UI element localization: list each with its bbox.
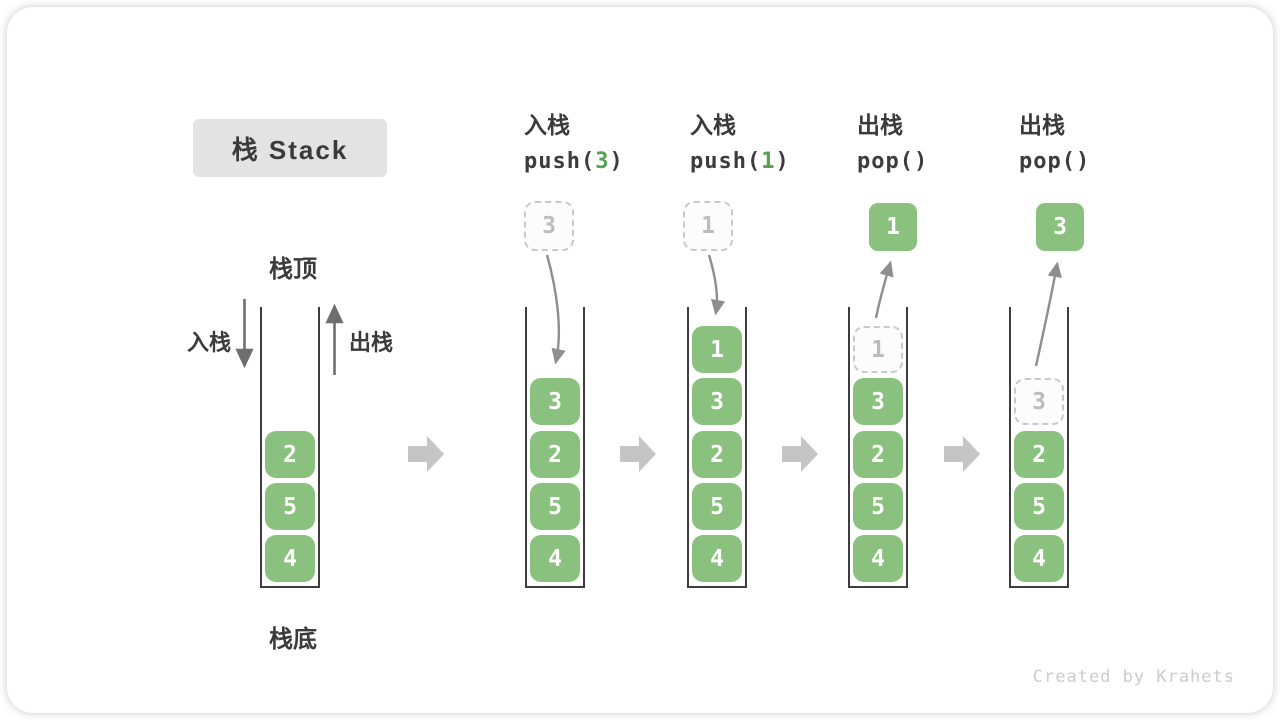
code-suffix: ) [1075, 149, 1091, 174]
stack-block: 5 [692, 483, 742, 530]
op-name-cjk: 出栈 [1019, 112, 1065, 138]
title-box: 栈 Stack [193, 119, 387, 177]
title-label: 栈 Stack [231, 134, 349, 165]
code-arg: 3 [595, 149, 610, 174]
incoming-value-box: 1 [683, 201, 733, 251]
code-suffix: ) [775, 149, 790, 174]
code-prefix: push( [690, 149, 762, 174]
stack-block: 2 [530, 431, 580, 478]
stack-block: 3 [692, 378, 742, 425]
incoming-value-box: 3 [524, 201, 574, 251]
stack-block: 2 [692, 431, 742, 478]
op-name-cjk: 入栈 [690, 112, 736, 138]
stack-block: 2 [853, 431, 903, 478]
op-header-push-3: 入栈 push(3) [524, 110, 624, 177]
code-suffix: ) [609, 149, 624, 174]
stack-block: 2 [1014, 431, 1064, 478]
removed-slot-ghost: 3 [1014, 378, 1064, 425]
next-step-arrow-icon [944, 436, 980, 472]
stack-block: 2 [265, 431, 315, 478]
op-code: pop() [857, 147, 928, 177]
op-header-push-1: 入栈 push(1) [690, 110, 790, 177]
op-name-cjk: 入栈 [524, 112, 570, 138]
stack-block: 4 [1014, 535, 1064, 582]
next-step-arrow-icon [620, 436, 656, 472]
code-prefix: push( [524, 149, 596, 174]
stack-block: 3 [853, 378, 903, 425]
code-prefix: pop( [857, 149, 914, 174]
watermark: Created by Krahets [1032, 667, 1235, 687]
next-step-arrow-icon [782, 436, 818, 472]
stack-block: 4 [265, 535, 315, 582]
stack-block: 1 [692, 326, 742, 373]
push-direction-label: 入栈 [187, 330, 232, 355]
next-step-arrow-icon [408, 436, 444, 472]
code-suffix: ) [913, 149, 929, 174]
diagram-card: 栈 Stack 入栈 push(3) 入栈 push(1) 出栈 pop() 出… [7, 7, 1273, 713]
popped-value-box: 1 [869, 203, 917, 251]
stack-block: 3 [530, 378, 580, 425]
stack-block: 4 [692, 535, 742, 582]
op-header-pop-2: 出栈 pop() [1019, 110, 1090, 177]
op-code: pop() [1019, 147, 1090, 177]
op-code: push(3) [524, 147, 624, 177]
stack-top-label: 栈顶 [269, 256, 317, 283]
stack-block: 5 [265, 483, 315, 530]
stack-block: 4 [530, 535, 580, 582]
stack-block: 5 [853, 483, 903, 530]
stack-block: 4 [853, 535, 903, 582]
removed-slot-ghost: 1 [853, 326, 903, 373]
push-curve-arrow-icon [707, 254, 726, 316]
pop-direction-label: 出栈 [349, 330, 394, 355]
popped-value-box: 3 [1036, 203, 1084, 251]
op-header-pop-1: 出栈 pop() [857, 110, 928, 177]
stack-bottom-label: 栈底 [269, 626, 317, 653]
code-prefix: pop( [1019, 149, 1076, 174]
code-arg: 1 [761, 149, 776, 174]
op-name-cjk: 出栈 [857, 112, 903, 138]
op-code: push(1) [690, 147, 790, 177]
stack-block: 5 [1014, 483, 1064, 530]
stack-block: 5 [530, 483, 580, 530]
